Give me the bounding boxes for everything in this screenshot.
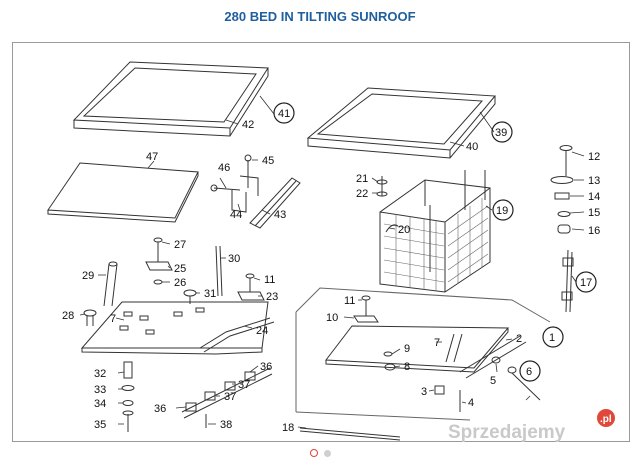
- callout-circle-39: [491, 121, 513, 143]
- part-label-26: 26: [174, 277, 186, 289]
- rod-18-drawing: [299, 427, 401, 441]
- carousel-dot-1[interactable]: [309, 449, 318, 457]
- part-label-17: 17: [580, 277, 592, 289]
- part-label-11-right: 11: [344, 295, 355, 307]
- part-label-37-bottom: 37: [224, 391, 236, 403]
- part-label-1: 1: [549, 332, 555, 344]
- part-label-13: 13: [588, 175, 600, 187]
- part-label-30: 30: [228, 253, 240, 265]
- part-label-2: 2: [516, 333, 522, 345]
- part-label-40: 40: [466, 141, 478, 153]
- part-label-12: 12: [588, 151, 600, 163]
- bracket-44-drawing: [210, 154, 259, 213]
- part-label-10: 10: [326, 312, 338, 324]
- rod-17-drawing: [561, 249, 574, 313]
- net-mesh-drawing: [383, 198, 489, 291]
- part-label-15: 15: [588, 207, 600, 219]
- part-label-24: 24: [256, 325, 268, 337]
- part-label-41: 41: [278, 108, 290, 120]
- part-label-6: 6: [526, 366, 532, 378]
- pin-stack-32-35-drawing: [121, 361, 135, 432]
- part-label-3: 3: [421, 386, 427, 398]
- part-label-44: 44: [230, 209, 242, 221]
- diagram-frame: [12, 42, 630, 442]
- part-label-29: 29: [82, 270, 94, 282]
- rail-24-drawing: [199, 317, 275, 353]
- net-box-19-drawing: [379, 170, 491, 293]
- part-label-36-bottom: 36: [154, 403, 166, 415]
- part-label-42: 42: [242, 119, 254, 131]
- frame-plate-1-drawing: [325, 325, 510, 373]
- fasteners-3-6-drawing: [434, 356, 541, 412]
- part-label-43: 43: [274, 209, 286, 221]
- fasteners-11-23-drawing: [237, 273, 265, 301]
- part-label-39: 39: [495, 127, 507, 139]
- frame-plate-7-drawing: [80, 301, 269, 355]
- callout-circle-1: [542, 326, 564, 348]
- bolt-21-drawing: [376, 176, 388, 197]
- callout-circle-41: [273, 102, 295, 124]
- part-label-20: 20: [398, 224, 410, 236]
- part-label-31: 31: [204, 288, 216, 300]
- part-label-25: 25: [174, 263, 186, 275]
- panel-39-drawing: [306, 87, 497, 159]
- callout-circle-19: [492, 199, 514, 221]
- part-label-34: 34: [94, 398, 106, 410]
- part-label-19: 19: [496, 205, 508, 217]
- rail-2-drawing: [459, 335, 527, 379]
- panel-41-drawing: [72, 61, 269, 137]
- part-label-47: 47: [146, 151, 158, 163]
- part-label-23: 23: [266, 291, 278, 303]
- watermark-text: Sprzedajemy: [448, 422, 566, 443]
- callout-circle-6: [519, 360, 541, 382]
- part-label-38: 38: [220, 419, 232, 431]
- watermark-suffix: .pl: [600, 414, 612, 425]
- leader-lines: [79, 95, 585, 429]
- page-title: 280 BED IN TILTING SUNROOF: [224, 9, 416, 24]
- part-label-28: 28: [62, 310, 74, 322]
- fasteners-8-11-drawing: [353, 295, 396, 371]
- fasteners-25-27-drawing: [145, 237, 173, 285]
- frame-1-outline: [295, 287, 551, 421]
- callout-circle-17: [575, 271, 597, 293]
- part-label-35: 35: [94, 419, 106, 431]
- part-label-46: 46: [218, 162, 230, 174]
- part-label-4: 4: [468, 397, 474, 409]
- part-label-37-top: 37: [238, 379, 250, 391]
- hardware-12-16-drawing: [550, 145, 574, 234]
- part-label-7-left: 7: [110, 313, 116, 325]
- part-label-33: 33: [94, 384, 106, 396]
- part-label-14: 14: [588, 191, 600, 203]
- part-label-45: 45: [262, 155, 274, 167]
- mattress-47-drawing: [47, 162, 199, 223]
- part-label-36-top: 36: [260, 361, 272, 373]
- part-label-11-left: 11: [264, 274, 275, 286]
- carousel-dot-2[interactable]: [323, 450, 331, 457]
- rod-30-drawing: [215, 245, 223, 297]
- watermark: Sprzedajemy .pl: [448, 409, 615, 443]
- carousel-dots: [0, 449, 640, 457]
- part-label-9: 9: [404, 343, 410, 355]
- watermark-logo-icon: [597, 409, 615, 427]
- part-label-18: 18: [282, 422, 294, 434]
- hinge-36-38-drawing: [181, 367, 273, 428]
- part-label-32: 32: [94, 368, 106, 380]
- part-label-22: 22: [356, 188, 368, 200]
- foot-28-drawing: [83, 309, 97, 326]
- callout-circles: [273, 102, 597, 382]
- arrow-20-drawing: [385, 224, 399, 233]
- part-label-5: 5: [490, 375, 496, 387]
- cylinder-29-drawing: [103, 261, 118, 307]
- part-label-16: 16: [588, 225, 600, 237]
- part-label-27: 27: [174, 239, 186, 251]
- part-label-7-right: 7: [434, 337, 440, 349]
- part-label-8: 8: [404, 361, 410, 373]
- bar-43-drawing: [249, 177, 301, 229]
- part-label-21: 21: [356, 173, 368, 185]
